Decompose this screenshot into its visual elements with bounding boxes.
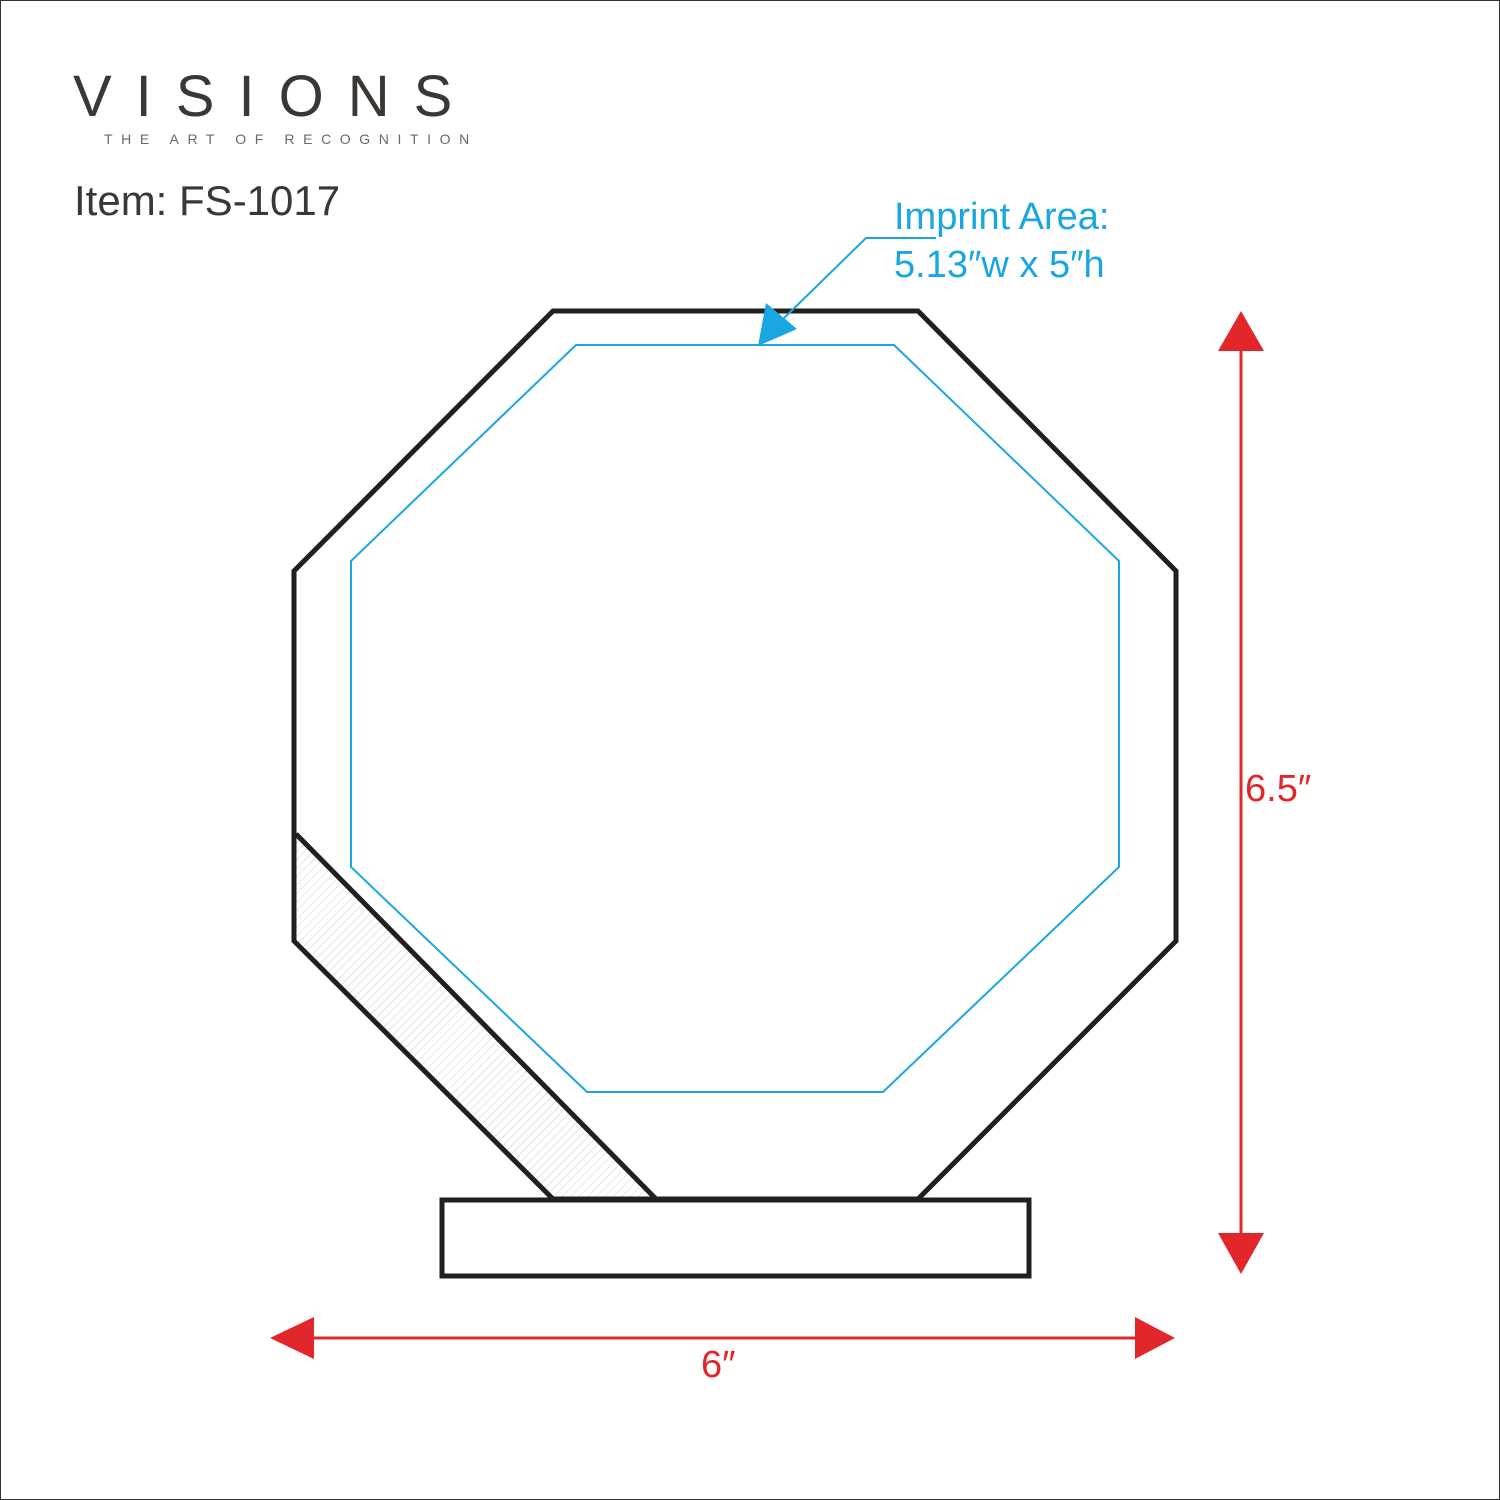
brand-logo: VISIONS [73, 64, 477, 129]
height-label: 6.5″ [1245, 768, 1312, 810]
imprint-area-label: Imprint Area: 5.13″w x 5″h [894, 193, 1109, 289]
item-number: Item: FS-1017 [74, 177, 341, 224]
imprint-title: Imprint Area: [894, 196, 1110, 238]
imprint-area-outline [350, 344, 1120, 1093]
imprint-size: 5.13″w x 5″h [894, 244, 1105, 286]
width-label: 6″ [701, 1344, 736, 1386]
imprint-leader-arrow [758, 237, 936, 346]
base [439, 1197, 1032, 1279]
bevel-edge [294, 832, 658, 1201]
height-dimension-arrow [1218, 311, 1264, 1274]
width-dimension-arrow [270, 1317, 1175, 1359]
brand-tagline: THE ART OF RECOGNITION [104, 131, 478, 147]
